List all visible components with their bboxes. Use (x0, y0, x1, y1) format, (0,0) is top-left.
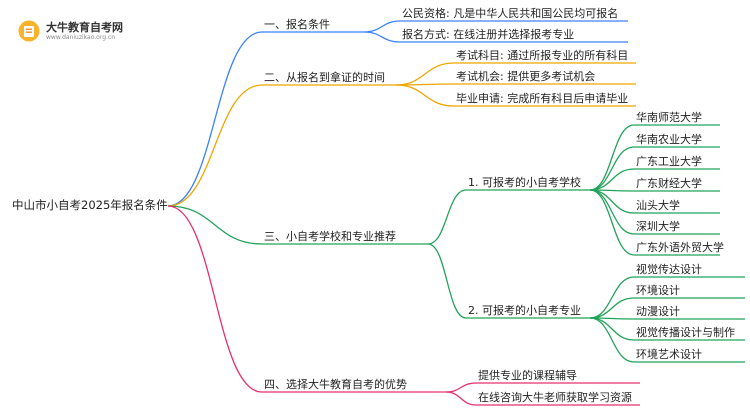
link-root-branch (167, 84, 263, 207)
leaf-registration-method: 报名方式: 在线注册并选择报考专业 (402, 28, 575, 41)
link-branch-subbranch (427, 243, 467, 319)
link-root-branch (167, 205, 263, 245)
link-subbranch-leaf (589, 189, 635, 214)
branch-registration-conditions: 一、报名条件 (264, 18, 330, 31)
link-subbranch-leaf (589, 168, 635, 191)
link-subbranch-leaf (589, 146, 635, 191)
brand-title: 大牛教育自考网 (46, 21, 123, 34)
link-subbranch-leaf (589, 317, 635, 363)
leaf-course-tutoring: 提供专业的课程辅导 (478, 369, 577, 382)
link-branch-leaf (363, 20, 401, 33)
link-subbranch-leaf (589, 317, 635, 341)
school-item: 广东外语外贸大学 (636, 241, 724, 254)
major-item: 环境艺术设计 (636, 348, 702, 361)
leaf-exam-subjects: 考试科目: 通过所报专业的所有科目 (456, 49, 629, 62)
link-subbranch-leaf (589, 124, 635, 191)
leaf-citizen-eligibility: 公民资格: 凡是中华人民共和国公民均可报名 (402, 7, 619, 20)
school-item: 华南农业大学 (636, 133, 702, 146)
major-item: 环境设计 (636, 284, 680, 297)
link-branch-leaf (445, 382, 477, 393)
major-item: 视觉传达设计 (636, 263, 702, 276)
link-subbranch-leaf (589, 276, 635, 319)
link-branch-leaf (395, 62, 455, 86)
subbranch-majors: 2. 可报考的小自考专业 (468, 304, 581, 317)
major-item: 视觉传播设计与制作 (636, 326, 735, 339)
school-item: 广东工业大学 (636, 155, 702, 168)
brand-url: www.daniuzikao.org.cn (46, 34, 116, 41)
link-branch-leaf (445, 391, 477, 406)
major-item: 动漫设计 (636, 305, 680, 318)
branch-advantages: 四、选择大牛教育自考的优势 (264, 378, 407, 391)
brand-logo: 大牛教育自考网 www.daniuzikao.org.cn (18, 16, 138, 46)
book-icon (18, 20, 40, 42)
link-branch-subbranch (427, 189, 467, 245)
school-item: 华南师范大学 (636, 111, 702, 124)
branch-timeline: 二、从报名到拿证的时间 (264, 71, 385, 84)
leaf-graduation-application: 毕业申请: 完成所有科目后申请毕业 (456, 92, 629, 105)
link-branch-leaf (363, 31, 401, 43)
leaf-exam-chances: 考试机会: 提供更多考试机会 (456, 70, 596, 83)
link-root-branch (167, 205, 263, 393)
branch-schools-majors: 三、小自考学校和专业推荐 (264, 230, 396, 243)
subbranch-schools: 1. 可报考的小自考学校 (468, 176, 581, 189)
school-item: 深圳大学 (636, 220, 680, 233)
leaf-online-consult: 在线咨询大牛老师获取学习资源 (478, 391, 632, 404)
link-subbranch-leaf (589, 297, 635, 319)
link-subbranch-leaf (589, 189, 635, 256)
link-root-branch (167, 31, 263, 207)
school-item: 广东财经大学 (636, 177, 702, 190)
root-topic: 中山市小自考2025年报名条件 (12, 198, 168, 212)
school-item: 汕头大学 (636, 199, 680, 212)
link-branch-leaf (395, 84, 455, 107)
